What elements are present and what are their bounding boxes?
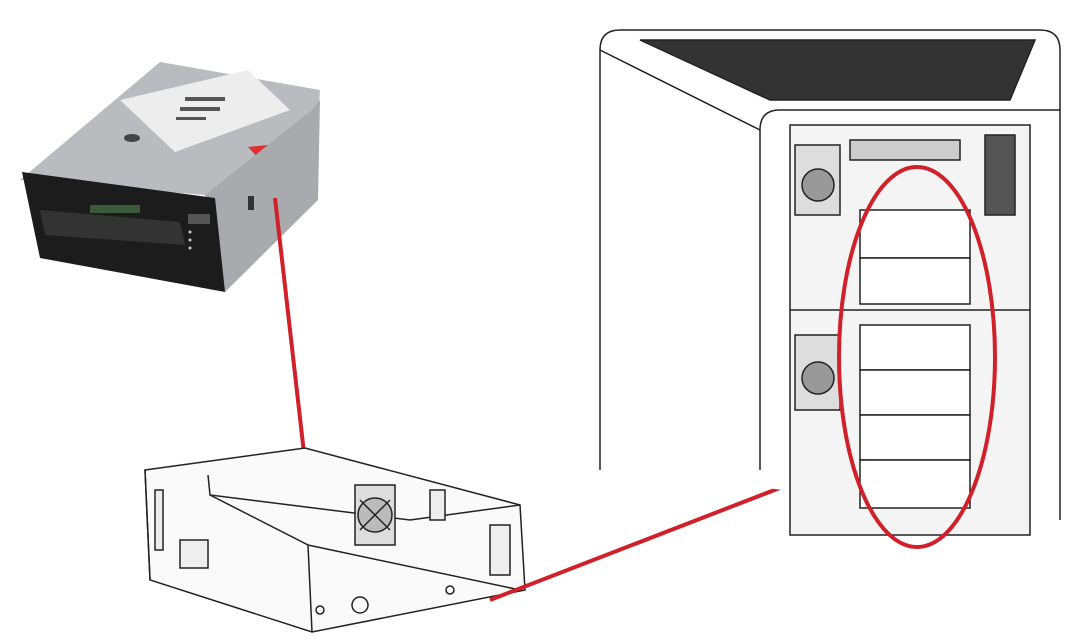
callout-ellipse <box>837 165 997 549</box>
tape-library-rack <box>599 29 1061 536</box>
hp-logo-icon <box>124 134 140 142</box>
drive-sled <box>144 447 526 633</box>
callout-line-drive <box>273 197 307 463</box>
tape-drive <box>20 62 320 292</box>
